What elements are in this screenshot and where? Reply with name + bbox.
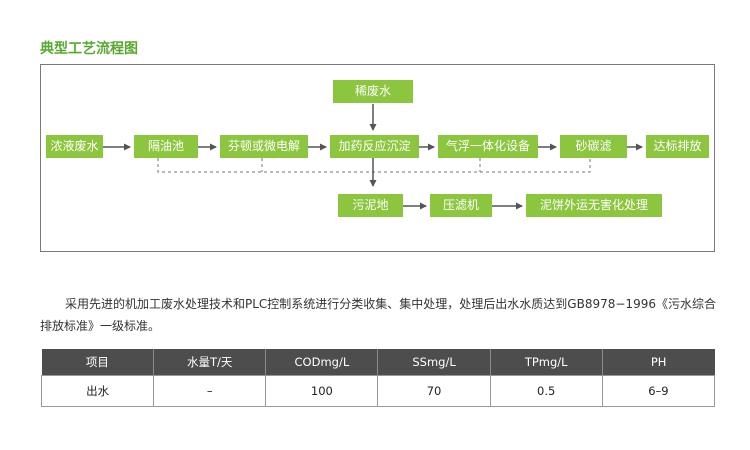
node-dosing-sedimentation: 加药反应沉淀 [330, 135, 419, 158]
node-air-flotation: 气浮一体化设备 [438, 135, 538, 158]
node-sludge-disposal: 泥饼外运无害化处理 [526, 194, 662, 217]
table-cell: 70 [377, 375, 491, 407]
table-cell: 出水 [40, 375, 155, 407]
col-header: 水量T/天 [153, 349, 267, 376]
node-sand-carbon-filter: 砂碳滤 [560, 135, 627, 158]
process-description: 采用先进的机加工废水处理技术和PLC控制系统进行分类收集、集中处理，处理后出水水… [40, 297, 716, 333]
table-header-row: 项目 水量T/天 CODmg/L SSmg/L TPmg/L PH [41, 349, 715, 376]
node-sludge-pit: 污泥地 [338, 194, 403, 217]
col-header: CODmg/L [265, 349, 379, 376]
table-cell: 100 [265, 375, 379, 407]
col-header: SSmg/L [377, 349, 491, 376]
flowchart-frame [40, 64, 715, 252]
table-cell: 6–9 [601, 375, 716, 407]
node-dilute-wastewater: 稀废水 [333, 80, 413, 103]
node-fenton-electrolysis: 芬顿或微电解 [220, 135, 308, 158]
col-header: 项目 [41, 349, 155, 376]
effluent-table: 项目 水量T/天 CODmg/L SSmg/L TPmg/L PH 出水 – 1… [40, 349, 716, 407]
node-oil-separator: 隔油池 [134, 135, 198, 158]
col-header: TPmg/L [490, 349, 603, 376]
col-header: PH [602, 349, 715, 376]
node-concentrated-wastewater: 浓液废水 [46, 135, 103, 158]
table-cell: – [153, 375, 267, 407]
node-filter-press: 压滤机 [430, 194, 492, 217]
page-title: 典型工艺流程图 [40, 41, 138, 57]
table-cell: 0.5 [489, 375, 603, 407]
table-row: 出水 – 100 70 0.5 6–9 [40, 375, 716, 407]
node-compliant-discharge: 达标排放 [646, 135, 709, 158]
